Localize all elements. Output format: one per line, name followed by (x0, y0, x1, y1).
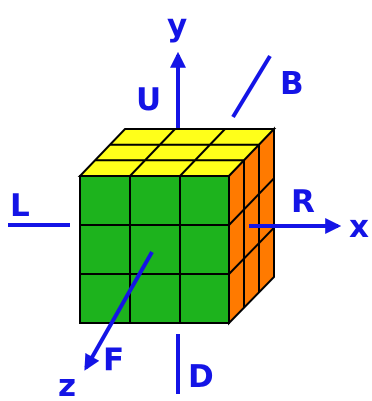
right-face-label: R (291, 184, 315, 220)
left-face-label: L (10, 188, 30, 224)
cube-front-face (79, 175, 230, 324)
x-axis-label: x (349, 209, 369, 245)
z-axis-arrow (84, 251, 154, 371)
front-face-label: F (103, 342, 124, 378)
cube-front-grid (80, 176, 229, 323)
down-face-label: D (188, 359, 214, 395)
back-face-indicator (231, 54, 272, 119)
back-face-label: B (280, 66, 304, 102)
cube-top-grid (95, 128, 259, 177)
z-axis-label: z (58, 368, 76, 401)
cube-right-grid (228, 144, 275, 308)
y-axis-label: y (167, 8, 187, 44)
up-face-label: U (136, 82, 161, 118)
